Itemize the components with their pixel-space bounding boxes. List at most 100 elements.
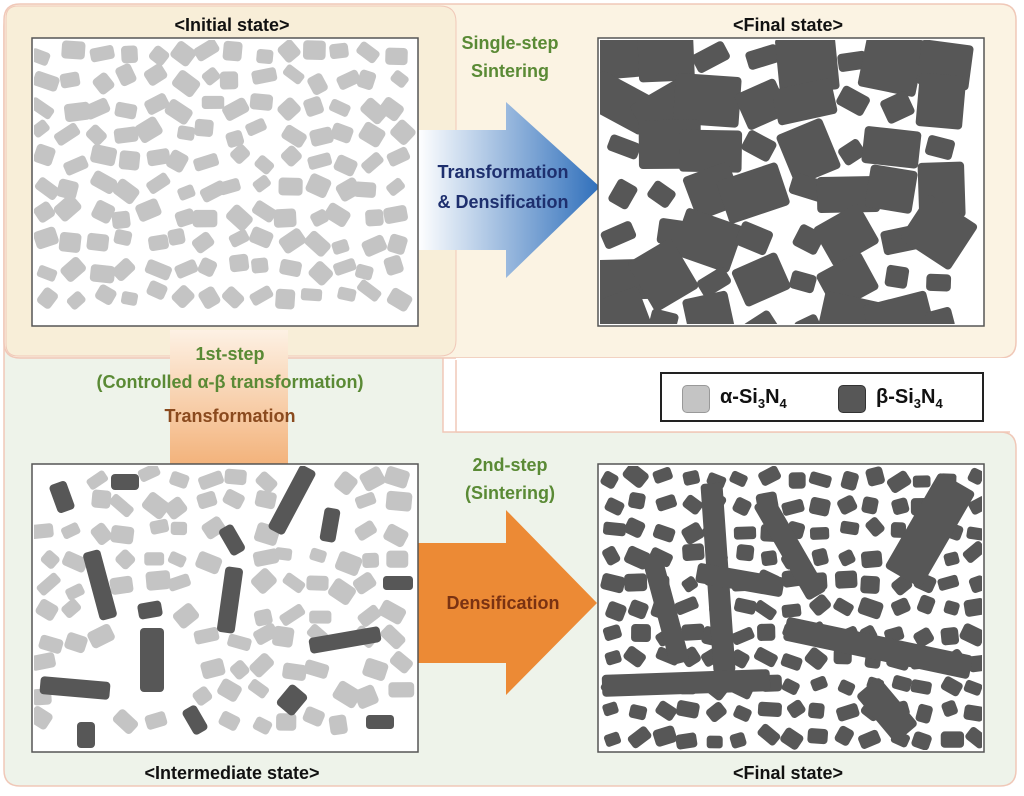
beta-grain — [891, 497, 910, 515]
beta-grain — [941, 700, 958, 717]
alpha-grain — [146, 172, 171, 194]
beta-grain — [604, 497, 625, 516]
alpha-grain — [34, 97, 55, 120]
alpha-grain — [197, 257, 218, 277]
alpha-grain — [34, 652, 56, 671]
alpha-grain — [171, 285, 195, 309]
beta-grain — [600, 40, 652, 81]
alpha-grain — [309, 610, 332, 624]
beta-grain — [600, 221, 637, 249]
alpha-grain — [333, 154, 358, 177]
alpha-grain — [278, 177, 303, 196]
beta-grain — [833, 597, 854, 617]
alpha-grain — [118, 150, 141, 171]
alpha-grain — [217, 178, 241, 196]
beta-grain — [308, 626, 382, 654]
beta-grain — [808, 702, 825, 719]
alpha-swatch — [682, 385, 710, 413]
alpha-grain — [252, 548, 280, 567]
alpha-grain — [278, 228, 306, 254]
alpha-grain — [356, 69, 377, 90]
single-step-arrow — [418, 102, 600, 278]
beta-grain — [788, 472, 806, 489]
beta-grain — [966, 526, 982, 542]
alpha-grain — [357, 604, 382, 627]
beta-grain — [860, 575, 880, 594]
beta-grain — [608, 178, 638, 210]
alpha-grain — [277, 97, 301, 121]
alpha-grain — [328, 578, 356, 605]
alpha-grain — [219, 71, 239, 90]
legend: α-Si3N4 β-Si3N4 — [660, 372, 984, 422]
beta-grain — [655, 494, 677, 512]
alpha-grain — [389, 651, 413, 674]
beta-grain — [647, 180, 676, 208]
beta-grain — [682, 494, 704, 515]
alpha-grain — [114, 101, 138, 120]
alpha-grain — [282, 572, 306, 594]
beta-grain — [865, 466, 885, 487]
alpha-grain — [254, 490, 277, 510]
alpha-grain — [148, 234, 169, 252]
densification-label: Densification — [446, 593, 560, 613]
beta-grain — [733, 597, 757, 615]
alpha-grain — [249, 93, 274, 111]
alpha-grain — [167, 228, 186, 246]
alpha-grain — [191, 231, 215, 254]
alpha-grain — [227, 633, 252, 651]
alpha-grain — [306, 575, 329, 591]
alpha-grain — [36, 572, 61, 596]
transformation-arrow — [170, 330, 288, 466]
beta-grain — [963, 598, 982, 617]
beta-grain — [838, 139, 866, 166]
final-state-top-label: <Final state> — [732, 15, 844, 35]
beta-grain — [745, 44, 781, 70]
alpha-grain — [383, 466, 410, 489]
alpha-grain — [252, 200, 277, 223]
beta-grain — [741, 130, 777, 162]
beta-grain — [696, 267, 732, 298]
alpha-grain — [201, 67, 221, 86]
alpha-grain — [365, 209, 384, 227]
alpha-grain — [224, 468, 247, 486]
alpha-grain — [193, 40, 220, 62]
beta-grain — [880, 91, 915, 124]
beta-grain — [913, 627, 934, 648]
alpha-grain — [274, 547, 293, 561]
beta-grain — [675, 700, 700, 719]
beta-grain — [813, 204, 879, 267]
beta-grain — [884, 264, 910, 289]
beta-grain — [786, 699, 806, 718]
transformation-arrow-text: Transformation — [437, 162, 569, 182]
beta-grain — [383, 576, 413, 590]
alpha-grain — [251, 257, 269, 274]
beta-grain — [731, 626, 755, 646]
beta-grain — [757, 701, 782, 718]
beta-grain — [816, 176, 881, 213]
beta-grain — [675, 732, 698, 750]
beta-grain — [840, 520, 860, 536]
beta-grain — [959, 623, 982, 647]
alpha-grain — [177, 184, 196, 201]
alpha-grain — [330, 122, 354, 144]
beta-grain — [925, 135, 955, 160]
alpha-grain — [302, 706, 325, 727]
intermediate-state-label: <Intermediate state> — [144, 763, 320, 783]
final-state-bottom-label: <Final state> — [732, 763, 844, 783]
alpha-grain — [112, 709, 139, 734]
alpha-grain — [273, 208, 297, 228]
alpha-grain — [89, 45, 115, 63]
beta-grain — [605, 601, 627, 622]
beta-grain — [926, 273, 952, 292]
beta-grain — [968, 654, 982, 673]
beta-grain — [776, 118, 841, 185]
alpha-grain — [354, 520, 377, 541]
alpha-grain — [64, 632, 88, 654]
beta-grain — [628, 704, 648, 721]
alpha-grain — [307, 152, 333, 170]
beta-grain — [809, 594, 831, 616]
alpha-grain — [120, 291, 139, 306]
alpha-grain — [169, 471, 190, 489]
final-state-bottom-panel — [597, 463, 985, 753]
